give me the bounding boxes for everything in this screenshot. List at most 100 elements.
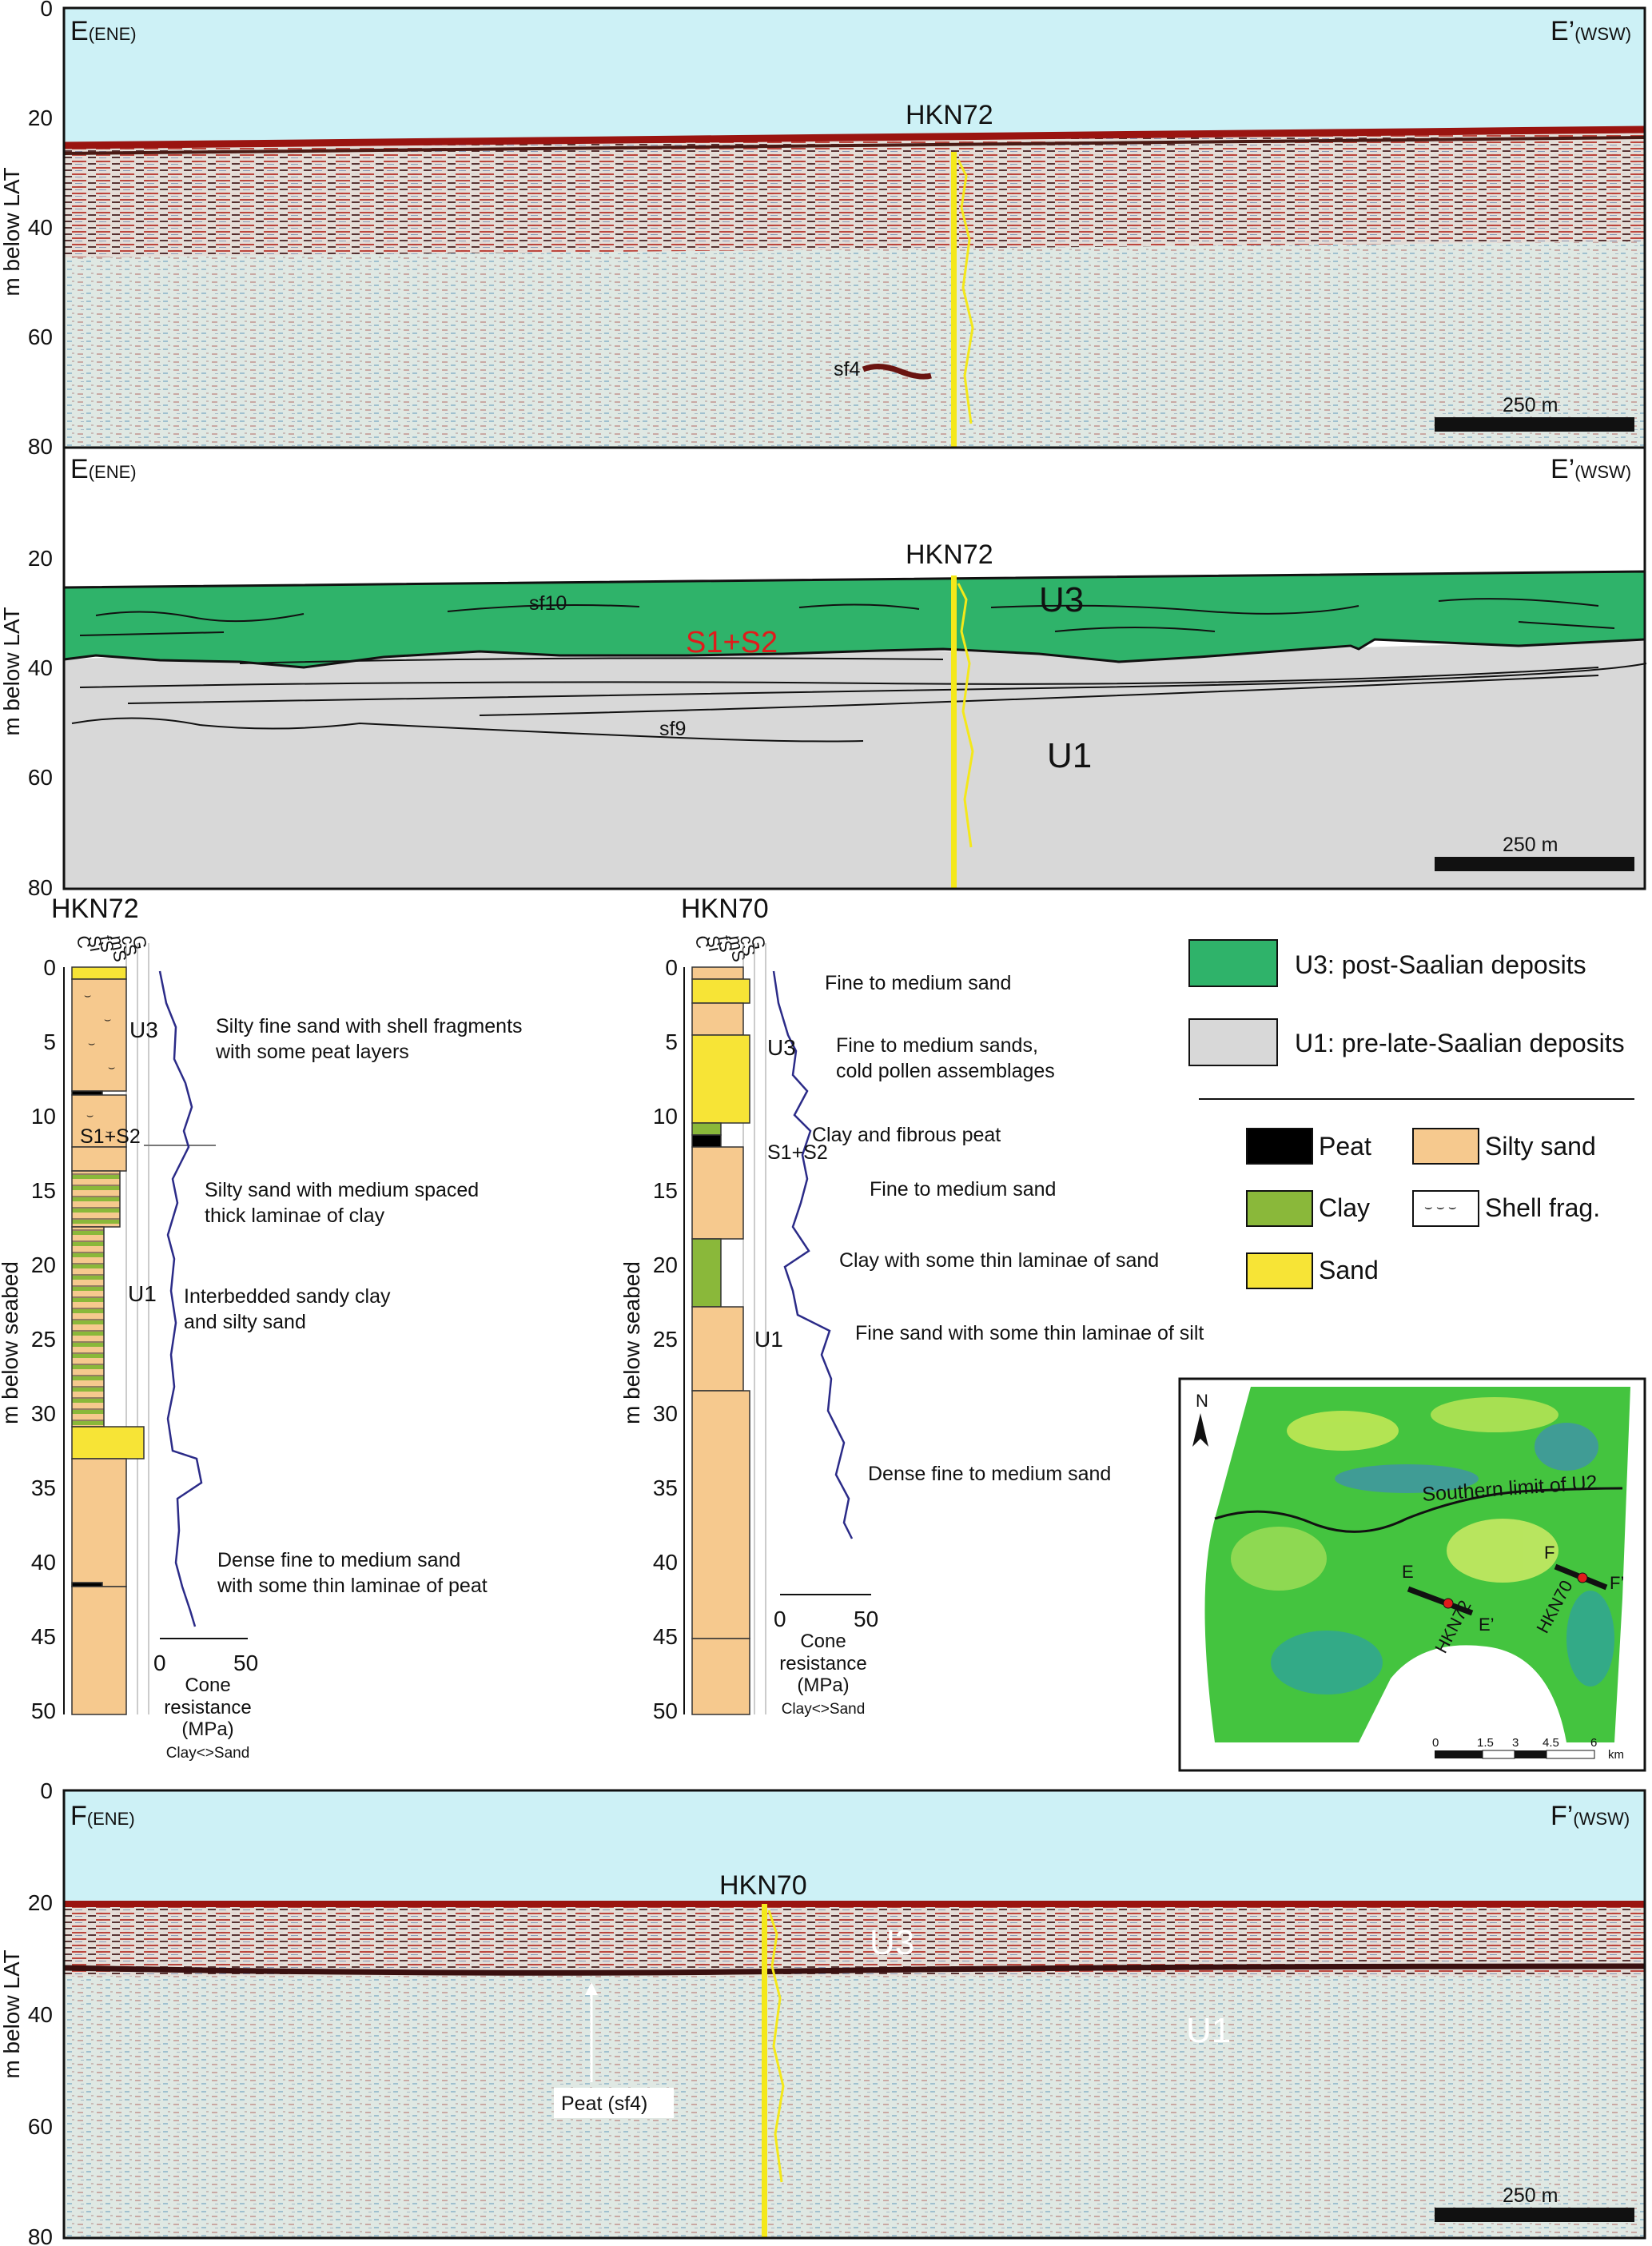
svg-text:⌣: ⌣ [88,1037,95,1049]
southern-limit-line [1214,1487,1623,1533]
grain-col: Si [84,934,106,954]
shell-glyphs: ⌣ ⌣ ⌣ [1424,1201,1456,1214]
scalebar [1435,2208,1634,2222]
map-label-f-prime: F’ [1610,1573,1624,1593]
svg-text:⌣: ⌣ [104,1013,111,1025]
cpt-trace [767,1909,785,2183]
arrow-head-icon [585,1982,598,1995]
descriptions: Fine to medium sand Fine to medium sands… [812,972,1204,1485]
y-axis: 0 20 40 60 80 m below LAT [0,1778,53,2246]
scalebar [1435,417,1634,432]
unit-label: U1 [128,1281,157,1306]
svg-text:and silty sand: and silty sand [184,1311,306,1333]
cpt-title: Cone resistance (MPa)Clay<>Sand [779,1631,866,1718]
borehole-label: HKN72 [906,100,993,130]
grain-col: mS [725,934,749,964]
legend-swatch-silty-sand [1412,1128,1479,1165]
annotation-box [554,2088,674,2118]
log-title: HKN70 [681,894,769,924]
seismic-panel-e: E(ENE) E’(WSW) HKN72 sf4 250 m 0 20 40 6… [0,0,1646,459]
label-left: F(ENE) [70,1801,135,1831]
label-right: E’(WSW) [1550,454,1631,484]
profile-line-e [1407,1586,1474,1616]
legend-swatch-clay [1246,1190,1313,1227]
svg-text:20: 20 [653,1252,678,1277]
u3-base-reflector [63,1963,1646,1976]
cpt-tick: 50 [233,1651,258,1675]
legend-silty-sand: Silty sand [1485,1132,1596,1161]
log-y-axis-label: m below seabed [0,1261,22,1424]
log-hkn72: HKN72 C Si fS mS cS G ⌣⌣⌣⌣⌣⌣ [0,894,523,1762]
svg-text:Dense fine to medium sand: Dense fine to medium sand [868,1463,1111,1485]
svg-text:0: 0 [43,955,56,980]
svg-text:20: 20 [31,1252,56,1277]
y-tick: 0 [40,1778,53,1803]
grain-col: fS [95,934,117,954]
peat-label: Peat (sf4) [561,2093,647,2115]
svg-text:0: 0 [665,955,678,980]
svg-text:30: 30 [31,1401,56,1426]
cpt-title: Cone resistance (MPa)Clay<>Sand [164,1675,251,1762]
scalebar-label: 250 m [1503,834,1558,856]
svg-text:15: 15 [31,1178,56,1203]
svg-text:Silty fine sand with shell fra: Silty fine sand with shell fragments [216,1015,523,1037]
lithology-column [691,966,750,1715]
svg-text:25: 25 [653,1327,678,1352]
map-inset: Southern limit of U2 E E’ F F’ HKN72 HKN… [1178,1377,1646,1772]
descriptions: Silty fine sand with shell fragments wit… [184,1015,523,1597]
legend-swatch-u1 [1188,1018,1278,1066]
legend-swatch-shell [1412,1190,1479,1227]
map-label-f: F [1544,1543,1554,1563]
grain-col: C [691,934,713,950]
north-arrow-icon [1192,1413,1208,1447]
svg-text:⌣: ⌣ [105,1125,113,1137]
unit-u3-label: U3 [1039,580,1084,619]
grain-size-headers: C Si fS mS cS G [691,934,770,964]
lithology-column [71,966,145,1715]
seabed-reflector [63,125,1646,149]
svg-text:Dense fine to medium sand: Dense fine to medium sand [217,1549,460,1571]
svg-text:6: 6 [1590,1736,1597,1750]
legend-sand: Sand [1319,1256,1379,1284]
svg-text:35: 35 [653,1475,678,1500]
legend-clay: Clay [1319,1193,1370,1222]
y-axis-label: m below LAT [0,607,24,735]
y-tick: 80 [28,875,53,900]
borehole-label: HKN72 [906,540,993,570]
svg-text:0: 0 [1432,1736,1439,1750]
legend-swatch-sand [1246,1252,1313,1289]
cpt-curve [772,970,854,1539]
y-tick: 60 [28,765,53,790]
borehole-hkn72-marker [1443,1598,1454,1609]
svg-text:3: 3 [1512,1736,1519,1750]
seabed-reflector-2 [63,136,1646,155]
svg-text:Fine to medium sand: Fine to medium sand [825,972,1011,994]
svg-text:45: 45 [653,1624,678,1649]
unit-u1-label: U1 [1186,2011,1231,2050]
cpt-tick: 0 [774,1607,786,1631]
svg-text:Fine to medium sands,: Fine to medium sands, [836,1034,1038,1057]
label-left: E(ENE) [70,16,137,46]
svg-text:5: 5 [665,1029,678,1054]
sf4-reflector [862,364,932,380]
svg-text:with some thin laminae of peat: with some thin laminae of peat [217,1575,488,1597]
label-left: E(ENE) [70,454,137,484]
y-tick: 40 [28,2002,53,2027]
u3-reflectors [79,598,1615,636]
y-tick: 60 [28,325,53,349]
log-hkn70: HKN70 C Si fS mS cS G 05 101 [619,894,1204,1723]
svg-text:50: 50 [31,1698,56,1723]
cpt-trace [957,583,974,848]
surface-label: S1+S2 [80,1125,141,1148]
grain-col: G [747,934,770,951]
sf10-label: sf10 [529,592,567,615]
cpt-tick: 50 [854,1607,878,1631]
svg-text:40: 40 [31,1550,56,1575]
cpt-trace [957,159,974,424]
y-axis-label: m below LAT [0,167,24,296]
y-tick: 20 [28,546,53,571]
scalebar-label: 250 m [1503,2184,1558,2207]
